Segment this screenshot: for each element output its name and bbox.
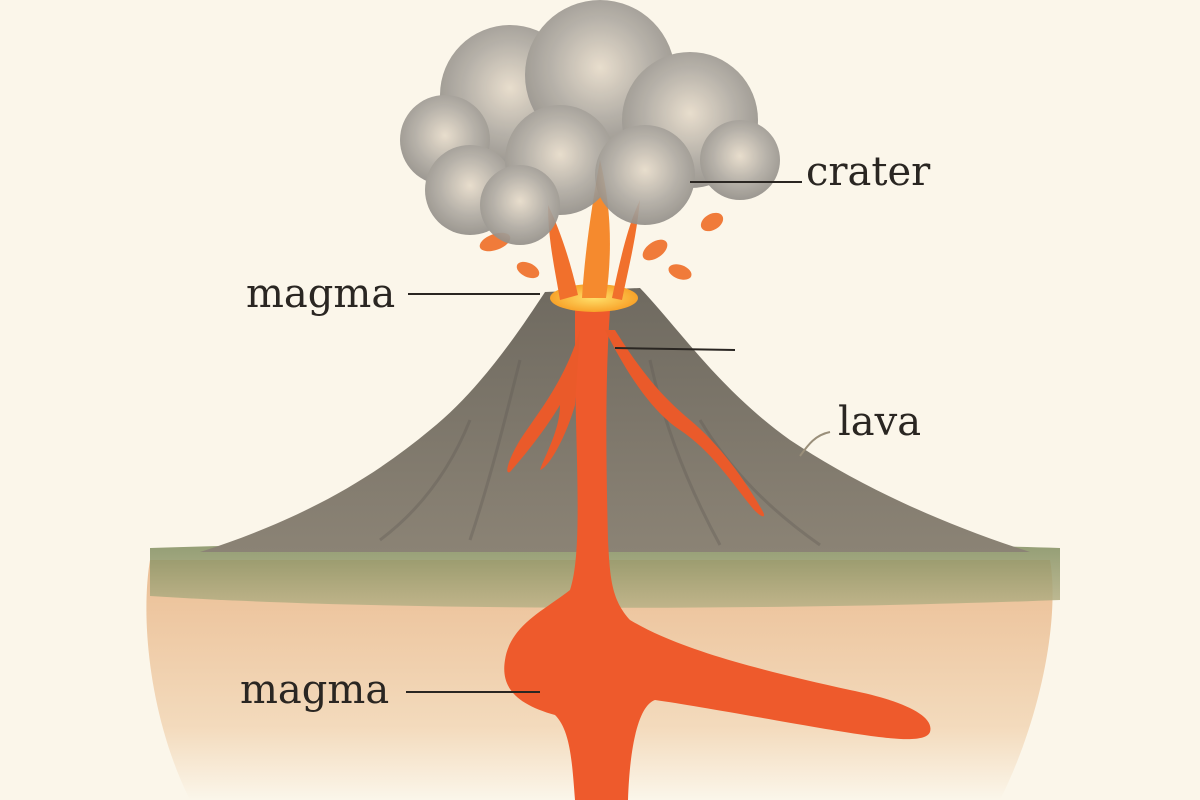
lava-flow-right (605, 330, 765, 517)
volcano-cone (200, 288, 1030, 552)
cone-texture (379, 359, 821, 547)
magma-chamber (504, 310, 931, 800)
label-magma-top: magma (246, 271, 396, 317)
label-crater: crater (806, 149, 931, 195)
leader-lava-vent (614, 347, 736, 351)
eruption-jet-left (548, 205, 578, 300)
leader-lines (406, 181, 831, 693)
eruption-jet-right (612, 200, 640, 300)
smoke-cloud (400, 0, 780, 245)
label-lava: lava (838, 399, 922, 445)
label-magma-bottom: magma (240, 667, 390, 713)
leader-lava (799, 431, 831, 457)
lava-flow-left (507, 330, 580, 473)
